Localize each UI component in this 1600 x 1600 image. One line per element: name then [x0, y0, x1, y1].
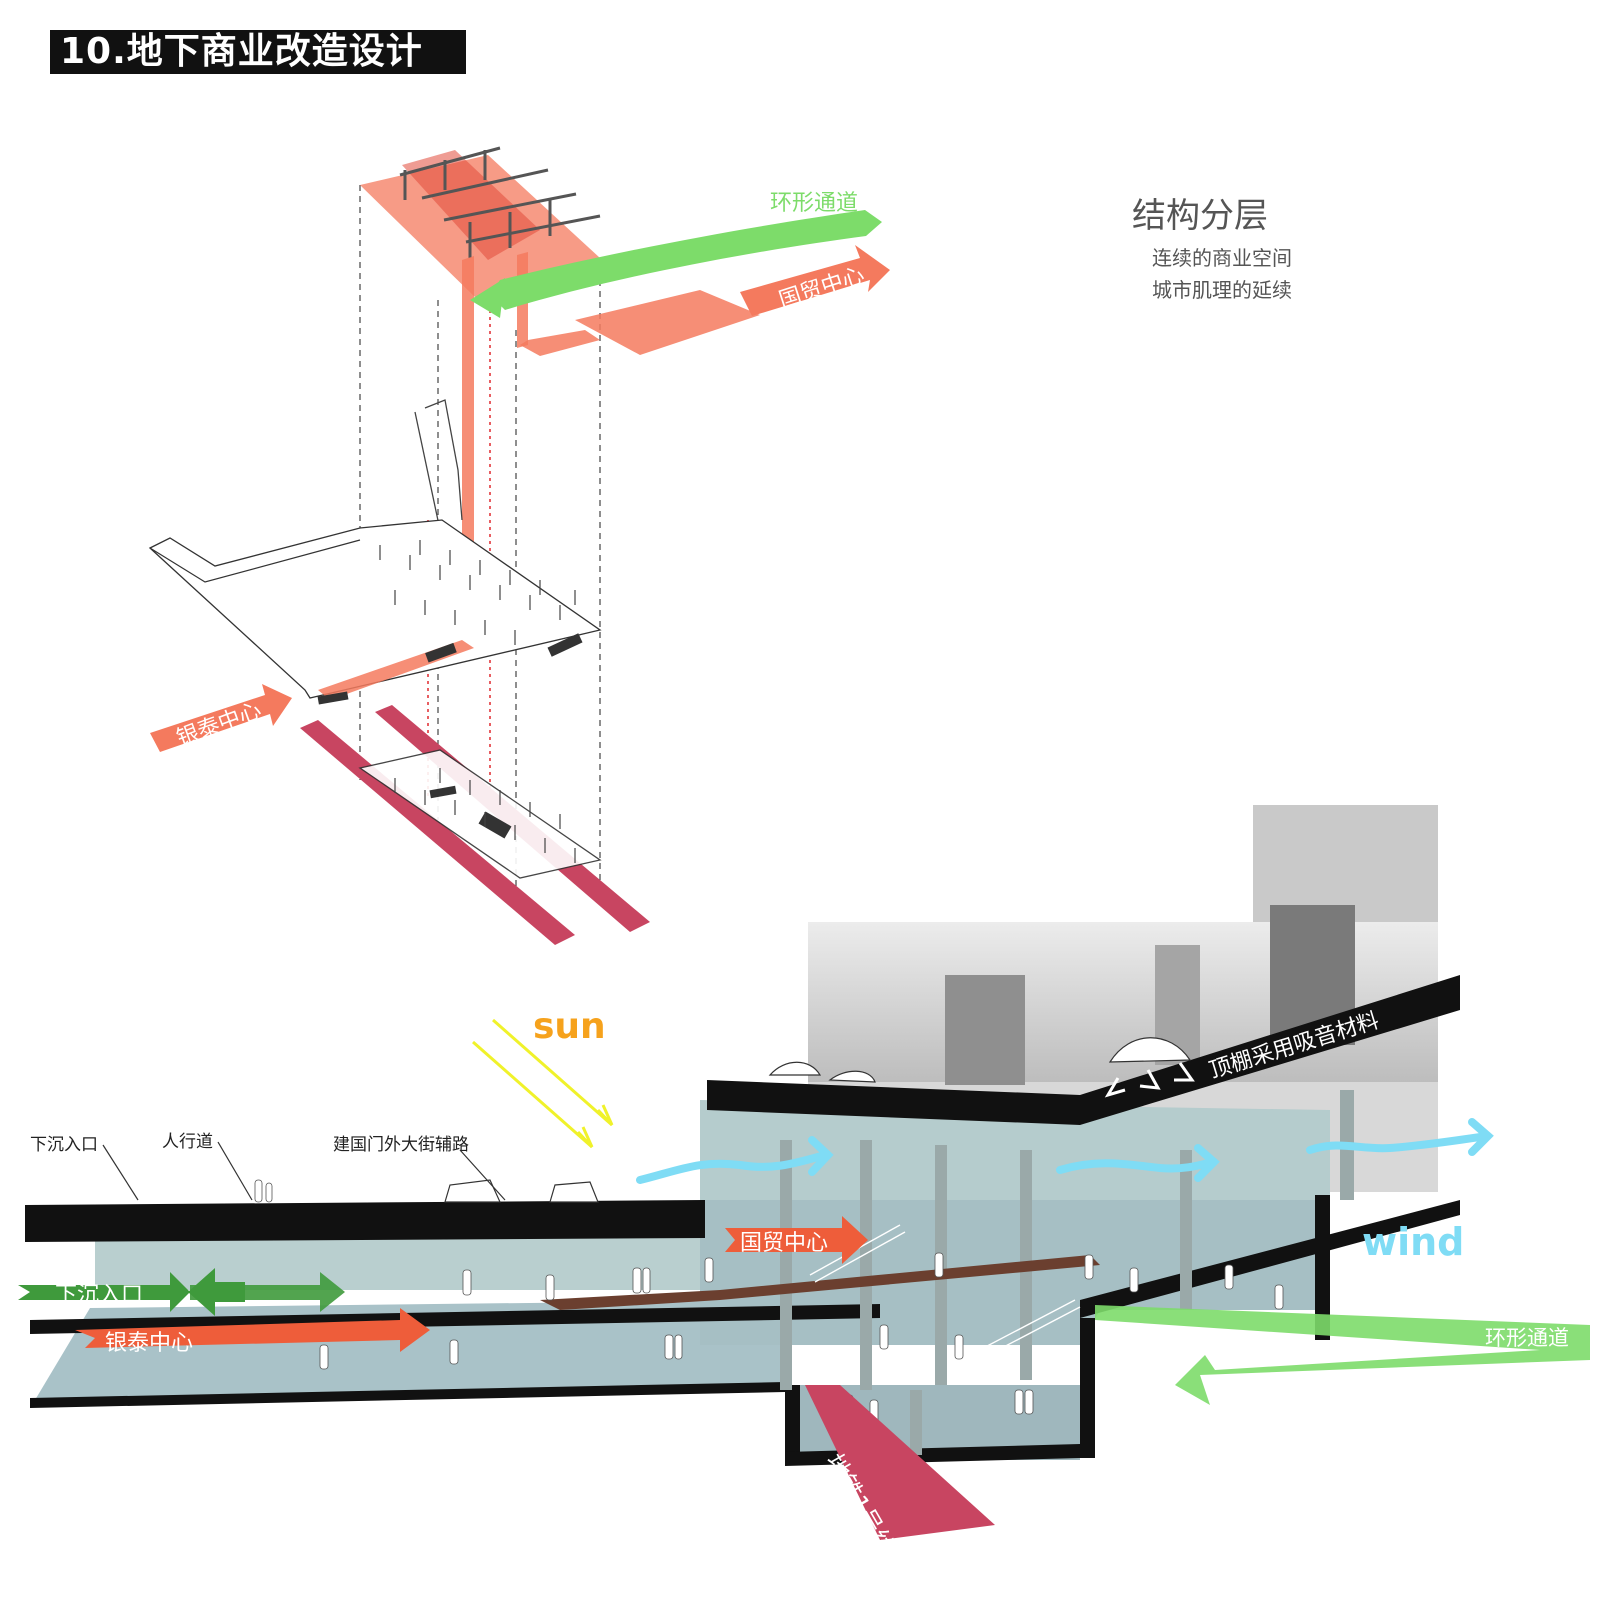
- roof-slab: [707, 975, 1460, 1125]
- ground-slab: [25, 1200, 705, 1242]
- section-ring-label: 环形通道: [1485, 1326, 1569, 1350]
- section-guomao-arrow: [725, 1216, 868, 1264]
- axon-diagram: [148, 146, 890, 945]
- page-title: 10.地下商业改造设计: [50, 30, 466, 74]
- jianguomen-road-label: 建国门外大街辅路: [333, 1135, 469, 1155]
- section-yintai-label: 银泰中心: [105, 1331, 193, 1356]
- photo-tower-1: [945, 975, 1025, 1085]
- low-slab: [30, 1382, 785, 1408]
- axon-yintai-arrow: [150, 684, 292, 752]
- section-guomao-label: 国贸中心: [740, 1231, 828, 1256]
- sun-label: sun: [533, 1006, 606, 1047]
- section-yintai-arrow: [75, 1308, 430, 1352]
- structure-heading: 结构分层: [1132, 196, 1268, 236]
- metro-band: [805, 1385, 995, 1540]
- axon-columns-low: [394, 768, 576, 863]
- wind-arrows: [636, 1118, 1494, 1184]
- sunken-entrance-arrow: [18, 1272, 190, 1312]
- axon-lower-slab: [358, 749, 602, 879]
- structure-line-1: 连续的商业空间: [1152, 246, 1292, 270]
- axon-guomao-arrow: [740, 245, 890, 316]
- sunken-entrance-label: 下沉入口: [30, 1135, 98, 1155]
- axon-metro-band-1: [300, 720, 575, 945]
- roof-down-arrows: [1104, 1062, 1195, 1098]
- section-columns: [780, 1090, 1354, 1455]
- axon-middle-slab: [148, 519, 602, 699]
- axon-columns-mid: [379, 540, 576, 645]
- axon-yintai-label: 银泰中心: [174, 698, 265, 752]
- axon-pergola: [399, 146, 601, 258]
- right-upper-slab: [1080, 1200, 1460, 1318]
- sidewalk-label: 人行道: [162, 1132, 213, 1152]
- sunken-entrance-arrow-label: 下沉入口: [55, 1283, 143, 1308]
- wind-label: wind: [1362, 1220, 1464, 1264]
- axon-guomao-plaza: [575, 290, 760, 355]
- axon-ring-arrow: [490, 210, 882, 310]
- structure-line-2: 城市肌理的延续: [1152, 278, 1292, 302]
- roof-objects: [444, 1037, 1192, 1203]
- axon-ring-label: 环形通道: [770, 191, 858, 216]
- sun-rays: [472, 1018, 614, 1149]
- section-diagram: [25, 805, 1460, 1466]
- section-ring-arrow: [1095, 1305, 1590, 1405]
